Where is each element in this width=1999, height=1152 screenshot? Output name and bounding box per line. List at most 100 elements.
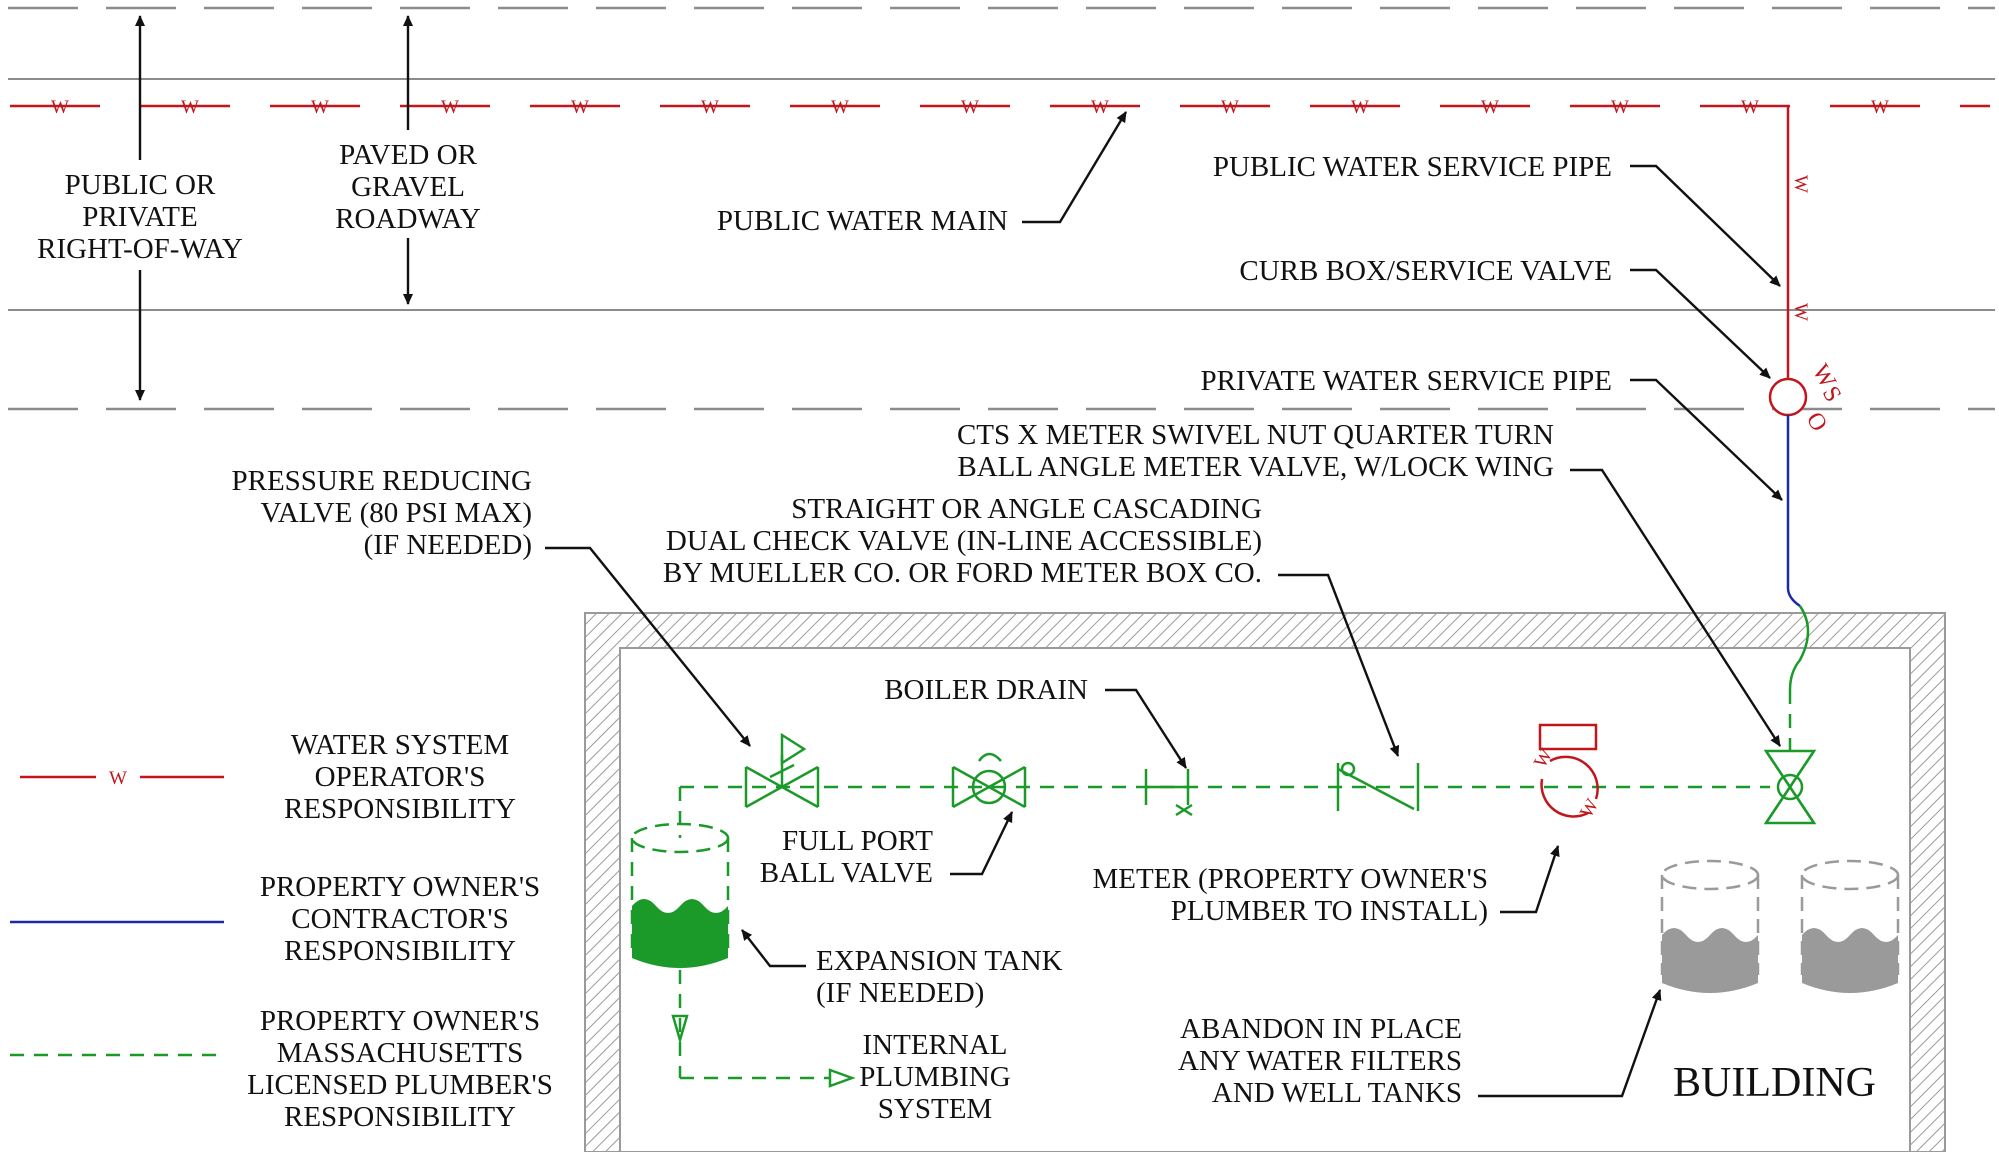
- pressure-reducing-valve: [744, 732, 820, 809]
- water-main-w-marker: W: [1611, 97, 1629, 118]
- label-internal-plumbing: INTERNAL PLUMBING SYSTEM: [859, 1029, 1011, 1125]
- right-of-way-line-3: RIGHT-OF-WAY: [37, 233, 243, 265]
- expansion-tank: [630, 822, 730, 968]
- label-boiler-drain: BOILER DRAIN: [884, 674, 1088, 706]
- label-curb-box: CURB BOX/SERVICE VALVE: [1239, 255, 1612, 287]
- curb-box-symbol: W S O: [1768, 360, 1846, 436]
- legend-operator-w: W: [109, 768, 127, 789]
- leader-public-service-pipe: [1630, 164, 1781, 287]
- legend-plumber-line-1: PROPERTY OWNER'S: [260, 1005, 540, 1037]
- roadway-line-2: GRAVEL: [351, 171, 465, 203]
- legend-contractor: PROPERTY OWNER'S CONTRACTOR'S RESPONSIBI…: [10, 871, 540, 967]
- ball-valve-line-1: FULL PORT: [782, 825, 933, 857]
- curb-box-o: O: [1801, 408, 1832, 436]
- water-main-w-marker: W: [571, 97, 589, 118]
- ball-valve-line-2: BALL VALVE: [760, 857, 933, 889]
- label-private-water-service-pipe: PRIVATE WATER SERVICE PIPE: [1200, 365, 1612, 397]
- label-pressure-reducing: PRESSURE REDUCING VALVE (80 PSI MAX) (IF…: [231, 465, 532, 561]
- water-main-w-marker: W: [1481, 97, 1499, 118]
- water-main-w-marker: W: [1351, 97, 1369, 118]
- leader-expansion-tank: [741, 929, 806, 968]
- internal-plumbing-line-2: PLUMBING: [859, 1061, 1011, 1093]
- building-outline: [584, 612, 1946, 1152]
- internal-plumbing-line-1: INTERNAL: [863, 1029, 1008, 1061]
- private-water-service-pipe: [1786, 415, 1801, 608]
- legend-contractor-line-3: RESPONSIBILITY: [284, 935, 516, 967]
- legend: W WATER SYSTEM OPERATOR'S RESPONSIBILITY…: [10, 729, 553, 1133]
- check-valve-line-1: STRAIGHT OR ANGLE CASCADING: [791, 493, 1262, 525]
- leader-private-service-pipe: [1630, 378, 1783, 501]
- pressure-reducing-line-3: (IF NEEDED): [364, 529, 532, 561]
- label-meter: METER (PROPERTY OWNER'S PLUMBER TO INSTA…: [1092, 863, 1488, 927]
- legend-plumber-line-2: MASSACHUSETTS: [277, 1037, 524, 1069]
- legend-operator: W WATER SYSTEM OPERATOR'S RESPONSIBILITY: [20, 729, 516, 825]
- expansion-tank-line-2: (IF NEEDED): [816, 977, 984, 1009]
- roadway-line-3: ROADWAY: [335, 203, 481, 235]
- leader-meter-valve: [1570, 468, 1782, 747]
- water-main-w-marker: W: [311, 97, 329, 118]
- legend-plumber: PROPERTY OWNER'S MASSACHUSETTS LICENSED …: [10, 1005, 553, 1133]
- water-main-w-marker: W: [1091, 97, 1109, 118]
- check-valve-line-2: DUAL CHECK VALVE (IN-LINE ACCESSIBLE): [666, 525, 1262, 557]
- internal-plumbing-lines: [671, 605, 1810, 1088]
- internal-plumbing-line-3: SYSTEM: [878, 1093, 992, 1125]
- abandon-line-2: ANY WATER FILTERS: [1178, 1045, 1462, 1077]
- pressure-reducing-line-1: PRESSURE REDUCING: [231, 465, 532, 497]
- label-right-of-way: PUBLIC OR PRIVATE RIGHT-OF-WAY: [37, 169, 243, 265]
- label-public-water-service-pipe: PUBLIC WATER SERVICE PIPE: [1213, 151, 1612, 183]
- label-expansion-tank: EXPANSION TANK (IF NEEDED): [816, 945, 1063, 1009]
- label-roadway: PAVED OR GRAVEL ROADWAY: [335, 139, 481, 235]
- abandon-line-1: ABANDON IN PLACE: [1180, 1013, 1462, 1045]
- water-main-w-marker: W: [961, 97, 979, 118]
- water-main-w-marker: W: [441, 97, 459, 118]
- abandoned-tank-2: [1800, 859, 1900, 993]
- meter-valve: [1763, 749, 1817, 825]
- leader-check-valve: [1278, 573, 1400, 757]
- public-water-service-pipe: W W: [1786, 106, 1811, 382]
- leader-curb-box: [1630, 268, 1771, 379]
- meter-valve-line-2: BALL ANGLE METER VALVE, W/LOCK WING: [957, 451, 1554, 483]
- right-of-way-line-1: PUBLIC OR: [65, 169, 216, 201]
- label-abandon: ABANDON IN PLACE ANY WATER FILTERS AND W…: [1178, 1013, 1462, 1109]
- leader-abandon: [1478, 989, 1662, 1098]
- meter-symbol: W W: [1530, 723, 1603, 822]
- water-main-w-marker: W: [831, 97, 849, 118]
- legend-contractor-line-2: CONTRACTOR'S: [291, 903, 508, 935]
- meter-line-1: METER (PROPERTY OWNER'S: [1092, 863, 1488, 895]
- meter-line-2: PLUMBER TO INSTALL): [1171, 895, 1488, 927]
- water-main-w-marker: W: [51, 97, 69, 118]
- label-public-water-main: PUBLIC WATER MAIN: [717, 205, 1008, 237]
- service-w-marker-1: W: [1790, 175, 1811, 193]
- leader-pressure-reducing: [545, 546, 751, 747]
- legend-plumber-line-3: LICENSED PLUMBER'S: [247, 1069, 553, 1101]
- water-main-w-marker: W: [181, 97, 199, 118]
- legend-plumber-line-4: RESPONSIBILITY: [284, 1101, 516, 1133]
- label-building: BUILDING: [1673, 1060, 1876, 1106]
- ball-valve: [951, 752, 1027, 809]
- check-valve-line-3: BY MUELLER CO. OR FORD METER BOX CO.: [663, 557, 1262, 589]
- roadway-line-1: PAVED OR: [339, 139, 477, 171]
- boiler-drain: [1144, 769, 1193, 817]
- label-ball-valve: FULL PORT BALL VALVE: [760, 825, 934, 889]
- label-check-valve: STRAIGHT OR ANGLE CASCADING DUAL CHECK V…: [663, 493, 1262, 589]
- abandon-line-3: AND WELL TANKS: [1212, 1077, 1462, 1109]
- legend-operator-line-2: OPERATOR'S: [315, 761, 486, 793]
- leader-ball-valve: [950, 811, 1014, 876]
- dual-check-valve: [1336, 761, 1420, 811]
- service-w-marker-2: W: [1790, 303, 1811, 321]
- right-of-way-line-2: PRIVATE: [82, 201, 198, 233]
- legend-contractor-line-1: PROPERTY OWNER'S: [260, 871, 540, 903]
- water-main-w-marker: W: [701, 97, 719, 118]
- legend-operator-line-1: WATER SYSTEM: [291, 729, 509, 761]
- leader-meter: [1500, 845, 1560, 914]
- meter-w-2: W: [1576, 795, 1603, 821]
- label-meter-valve: CTS X METER SWIVEL NUT QUARTER TURN BALL…: [957, 419, 1554, 483]
- water-main-w-marker: W: [1871, 97, 1889, 118]
- abandoned-tank-1: [1660, 859, 1760, 993]
- water-main-w-marker: W: [1221, 97, 1239, 118]
- water-main-w-marker: W: [1741, 97, 1759, 118]
- pressure-reducing-line-2: VALVE (80 PSI MAX): [260, 497, 532, 529]
